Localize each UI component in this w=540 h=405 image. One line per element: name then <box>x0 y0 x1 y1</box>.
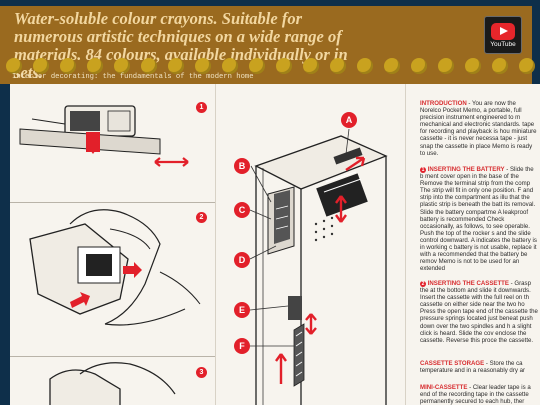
callout-d: D <box>234 252 250 268</box>
decorative-dot-row <box>0 58 540 76</box>
section-cassette: 2 INSERTING THE CASSETTE - Grasp the at … <box>420 280 538 344</box>
decorative-dot <box>60 58 76 74</box>
section-heading: CASSETTE STORAGE <box>420 360 485 367</box>
section-mini-cassette: MINI-CASSETTE - Clear leader tape is a e… <box>420 384 538 405</box>
step-marker-1: 1 <box>196 102 207 113</box>
decorative-dot <box>114 58 130 74</box>
section-body: - Clear leader tape is a end of the reco… <box>420 384 531 405</box>
step-marker-1: 1 <box>420 167 426 173</box>
step-marker-2: 2 <box>420 281 426 287</box>
decorative-dot <box>465 58 481 74</box>
decorative-dot <box>519 58 535 74</box>
decorative-dot <box>6 58 22 74</box>
section-body: - Slide the b ment cover open in the bas… <box>420 166 537 273</box>
decorative-dot <box>168 58 184 74</box>
decorative-dot <box>195 58 211 74</box>
decorative-dot <box>357 58 373 74</box>
youtube-play-icon <box>491 23 515 40</box>
device-diagram-panel: A B C D E F <box>215 84 406 405</box>
leaflet-image: 1 2 3 <box>10 84 540 405</box>
callout-f: F <box>234 338 250 354</box>
step-marker-3: 3 <box>196 367 207 378</box>
section-heading: MINI-CASSETTE <box>420 384 468 391</box>
pocket-memo-diagram <box>249 128 388 405</box>
header-banner: Water-soluble colour crayons. Suitable f… <box>0 0 540 84</box>
youtube-button[interactable]: YouTube <box>484 16 522 54</box>
section-heading: INSERTING THE BATTERY <box>427 166 505 173</box>
decorative-dot <box>249 58 265 74</box>
headline-text: Water-soluble colour crayons. Suitable f… <box>14 9 348 82</box>
decorative-dot <box>141 58 157 74</box>
callout-b: B <box>234 158 250 174</box>
subtitle-text: Interior decorating: the fundamentals of… <box>12 73 254 81</box>
callout-c: C <box>234 202 250 218</box>
section-body: - Store the ca temperature and in a reas… <box>420 360 526 375</box>
illustration-panel-1: 1 2 3 <box>10 84 215 405</box>
decorative-dot <box>303 58 319 74</box>
decorative-dot <box>411 58 427 74</box>
callout-a: A <box>341 112 357 128</box>
decorative-dot <box>276 58 292 74</box>
section-body: - Grasp the at the bottom and slide it d… <box>420 280 538 344</box>
section-introduction: INTRODUCTION - You are now the Norelco P… <box>420 100 538 157</box>
decorative-dot <box>222 58 238 74</box>
decorative-dot <box>33 58 49 74</box>
instruction-text-panel: INTRODUCTION - You are now the Norelco P… <box>405 84 540 405</box>
decorative-dot <box>330 58 346 74</box>
callout-e: E <box>234 302 250 318</box>
youtube-label: YouTube <box>490 41 516 48</box>
section-heading: INSERTING THE CASSETTE <box>427 280 509 287</box>
panel-divider <box>10 356 215 357</box>
section-battery: 1 INSERTING THE BATTERY - Slide the b me… <box>420 166 538 272</box>
hand-illustrations <box>19 105 201 405</box>
section-storage: CASSETTE STORAGE - Store the ca temperat… <box>420 360 538 374</box>
decorative-dot <box>492 58 508 74</box>
decorative-dot <box>384 58 400 74</box>
step-marker-2: 2 <box>196 212 207 223</box>
decorative-dot <box>87 58 103 74</box>
frame-border-right <box>532 0 540 84</box>
frame-border-top <box>0 0 540 6</box>
section-body: - You are now the Norelco Pocket Memo, a… <box>420 100 537 157</box>
section-heading: INTRODUCTION <box>420 100 467 107</box>
panel-divider <box>10 202 215 203</box>
decorative-dot <box>438 58 454 74</box>
